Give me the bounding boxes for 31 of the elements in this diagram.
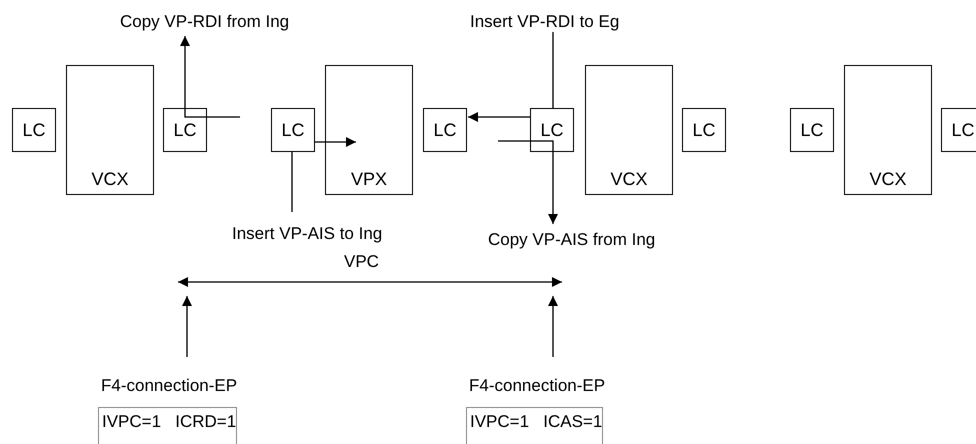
counter-values-box: IVPC=1 ICAS=1	[466, 407, 604, 444]
line-card-box: LC	[530, 108, 574, 152]
switch-label: VCX	[609, 169, 648, 190]
line-card-box: LC	[941, 108, 976, 152]
arrow	[315, 137, 356, 147]
annotation-text: Insert VP-RDI to Eg	[470, 12, 620, 32]
line-card-box: LC	[163, 108, 207, 152]
dimension-label: VPC	[344, 252, 379, 272]
switch-label: VCX	[868, 169, 908, 190]
arrow	[180, 36, 240, 118]
endpoint-heading: F4-connection-EP	[469, 376, 606, 396]
arrow	[498, 140, 558, 224]
annotation-text: Copy VP-RDI from Ing	[120, 12, 290, 32]
line-card-box: LC	[682, 108, 726, 152]
switch-label: VCX	[90, 169, 130, 190]
endpoint-heading: F4-connection-EP	[101, 376, 238, 396]
switch-box	[585, 65, 673, 195]
annotation-text: Copy VP-AIS from Ing	[488, 230, 656, 250]
arrow	[548, 296, 558, 357]
switch-box	[325, 65, 413, 195]
switch-box	[66, 65, 154, 195]
annotation-text: Insert VP-AIS to Ing	[232, 224, 382, 244]
arrow	[182, 296, 192, 357]
line-card-box: LC	[790, 108, 834, 152]
switch-label: VPX	[350, 169, 388, 190]
switch-box	[844, 65, 932, 195]
line-card-box: LC	[271, 108, 315, 152]
line-card-box: LC	[12, 108, 56, 152]
counter-values-box: IVPC=1 ICRD=1	[98, 407, 238, 444]
arrow	[468, 112, 530, 122]
line-card-box: LC	[423, 108, 467, 152]
